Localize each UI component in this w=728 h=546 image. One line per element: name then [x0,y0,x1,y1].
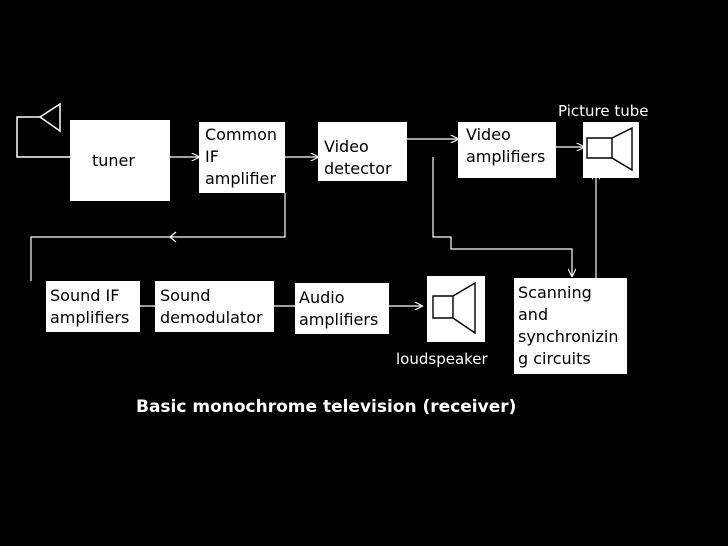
antenna-icon [16,102,70,158]
sound-demodulator-block: Sound demodulator [155,281,274,332]
wire-if-to-sound-if [30,193,286,281]
loudspeaker-label: loudspeaker [396,350,488,368]
sound-if-amplifiers-block: Sound IF amplifiers [46,281,140,332]
picture-tube-icon [583,122,639,178]
video-amplifiers-block: Video amplifiers [458,122,556,178]
sound-branch-arrow [169,231,177,243]
diagram-caption: Basic monochrome television (receiver) [136,397,517,417]
common-if-amplifier-block: Common IF amplifier [199,122,285,193]
video-detector-block: Video detector [318,122,407,181]
scanning-synchronizing-block: Scanning and synchronizin g circuits [514,278,627,374]
wire-detector-to-scanning [432,157,572,276]
picture-tube-label: Picture tube [558,102,649,120]
tuner-block: tuner [70,120,170,201]
audio-amplifiers-block: Audio amplifiers [295,283,389,334]
loudspeaker-icon [427,276,485,342]
